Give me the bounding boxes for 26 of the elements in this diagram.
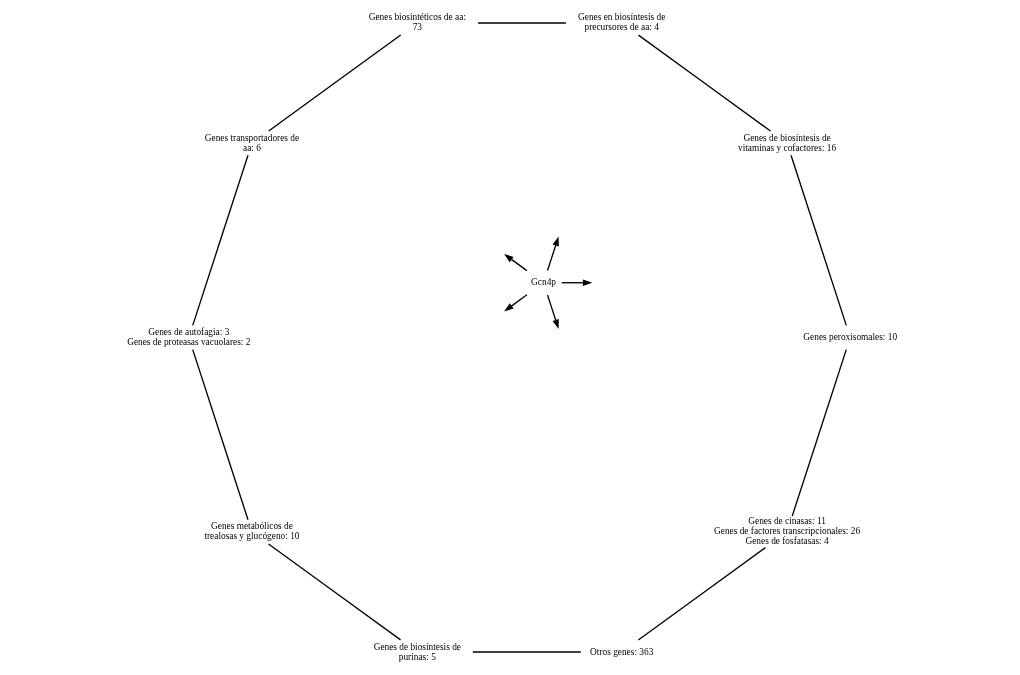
connector bbox=[267, 543, 401, 641]
connector bbox=[267, 34, 401, 132]
node-text: Genes metabólicos de trealosas y glucógeno: 10 bbox=[203, 521, 299, 542]
connector bbox=[791, 349, 847, 517]
connector bbox=[191, 154, 249, 326]
connector bbox=[476, 22, 567, 24]
node-text: Genes biosintéticos de aa: 73 bbox=[368, 12, 466, 33]
node-text: Genes peroxisomales: 10 bbox=[802, 331, 897, 342]
arrow bbox=[503, 254, 528, 272]
node-text: Genes en biosíntesis de precursores de aa: 4 bbox=[577, 12, 665, 33]
arrow bbox=[546, 236, 559, 272]
node-text: Genes transportadores de aa: 6 bbox=[204, 132, 299, 153]
connector bbox=[471, 651, 581, 653]
connector bbox=[637, 546, 766, 641]
arrow bbox=[503, 294, 528, 312]
node-text: Genes de autofagia: 3 Genes de proteasas vacuolares: 2 bbox=[126, 326, 250, 347]
arrow bbox=[546, 294, 559, 329]
node-text: Otros genes: 363 bbox=[589, 646, 653, 657]
connector bbox=[637, 34, 771, 132]
node-text: Genes de biosíntesis de vitaminas y cofactores: 16 bbox=[737, 132, 836, 153]
node-text: Gcn4p bbox=[530, 277, 556, 288]
arrow bbox=[560, 279, 592, 287]
connector bbox=[191, 349, 249, 521]
connector bbox=[789, 154, 847, 327]
node-text: Genes de cinasas: 11 Genes de factores transcripcionales: 26 Genes de fosfatasas: 4 bbox=[713, 516, 860, 547]
node-text: Genes de biosíntesis de purinas: 5 bbox=[373, 641, 461, 662]
